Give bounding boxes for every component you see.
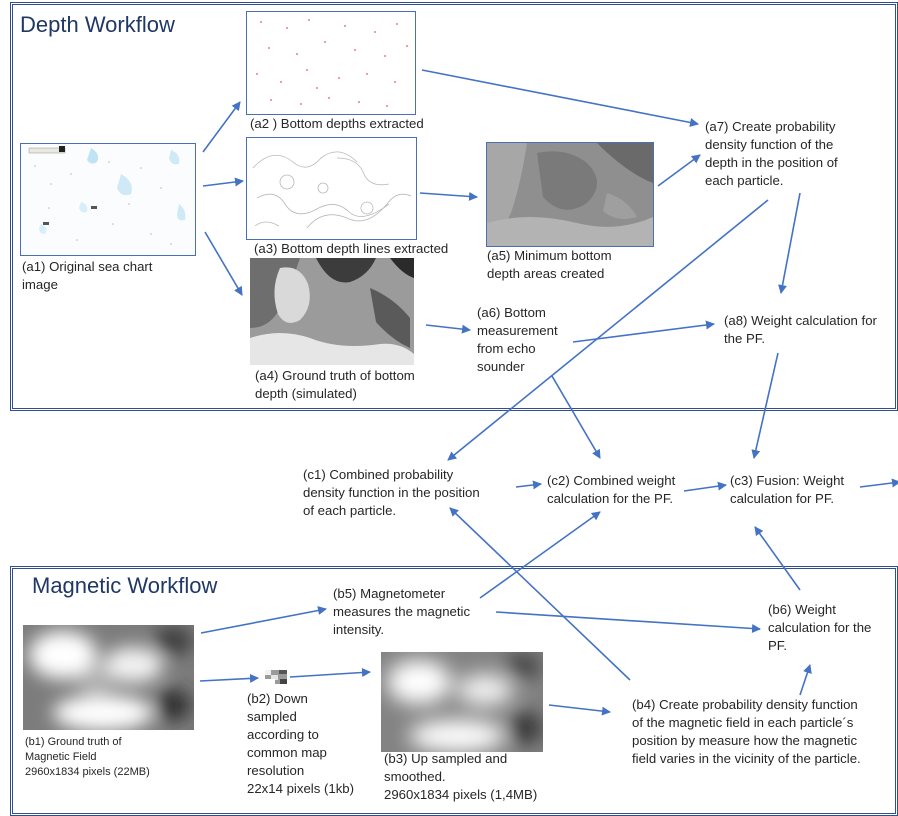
label-a5: (a5) Minimum bottom depth areas created [487, 248, 612, 281]
label-b3-text: (b3) Up sampled and smoothed. [384, 751, 508, 784]
arrow-b6-c3 [754, 526, 801, 591]
label-a1: (a1) Original sea chart image [22, 259, 153, 292]
label-b1-line1: (b1) Ground truth of [25, 736, 122, 748]
arrow-b4-c1 [449, 507, 631, 681]
sea-chart-image [20, 143, 196, 256]
label-c3: (c3) Fusion: Weight calculation for PF. [730, 473, 845, 506]
downsampled-image [265, 670, 287, 684]
label-b5: (b5) Magnetometer measures the magnetic … [333, 586, 471, 637]
arrow-a8-c3 [751, 352, 779, 459]
arrow-b1-b5 [200, 606, 327, 634]
ground-truth-depth-image [250, 258, 414, 365]
label-a3: (a3) Bottom depth lines extracted [254, 241, 449, 256]
label-b1-line2: Magnetic Field [25, 751, 97, 763]
arrow-a5-a7 [657, 154, 701, 187]
label-b4: (b4) Create probability density function… [632, 697, 861, 766]
arrow-a1-a2 [202, 101, 241, 153]
label-a2: (a2 ) Bottom depths extracted [250, 116, 424, 131]
arrow-b2-b3 [289, 668, 371, 678]
label-b3: (b3) Up sampled and smoothed. 2960x1834 … [384, 750, 584, 804]
arrow-b3-b4 [548, 704, 611, 716]
arrow-c2-c3 [683, 481, 727, 492]
label-b2-text: (b2) Down sampled according to common ma… [247, 691, 327, 778]
label-b1-line3: 2960x1834 pixels (22MB) [25, 766, 150, 778]
arrow-a6-c2 [551, 375, 601, 459]
magnetic-ground-truth-image [23, 625, 194, 730]
depth-workflow-title: Depth Workflow [20, 12, 175, 37]
depth-lines-image [246, 137, 417, 240]
arrow-b1-b2 [199, 673, 259, 683]
arrow-b5-b6 [495, 611, 761, 633]
arrow-a6-a8 [572, 320, 715, 343]
arrow-a1-a3 [202, 177, 244, 187]
label-c2: (c2) Combined weight calculation for the… [547, 473, 676, 506]
label-b2-size: 22x14 pixels (1kb) [247, 781, 355, 796]
arrow-a4-a6 [425, 324, 471, 334]
label-b2: (b2) Down sampled according to common ma… [247, 690, 367, 798]
depth-workflow-frame [10, 2, 898, 411]
minimum-depth-areas-image [486, 142, 654, 247]
arrow-c1-c2 [515, 480, 542, 490]
arrow-b5-c2 [479, 511, 601, 599]
arrow-a7-c1 [447, 199, 769, 461]
label-b6: (b6) Weight calculation for the PF. [768, 602, 872, 653]
upsampled-image [381, 652, 543, 752]
arrow-a2-a7 [421, 69, 699, 127]
label-a8: (a8) Weight calculation for the PF. [724, 313, 877, 346]
magnetic-workflow-title: Magnetic Workflow [32, 573, 218, 598]
label-c1: (c1) Combined probability density functi… [303, 467, 480, 518]
label-a4: (a4) Ground truth of bottom depth (simul… [255, 368, 415, 401]
arrow-a3-a5 [419, 191, 478, 201]
label-b1: (b1) Ground truth of Magnetic Field 2960… [25, 735, 200, 780]
label-a7: (a7) Create probability density function… [705, 119, 838, 188]
arrow-b4-b6 [799, 664, 812, 696]
arrow-c3-out [859, 478, 898, 488]
bottom-depths-image [246, 11, 416, 115]
arrow-a7-a8 [778, 192, 801, 294]
label-a6: (a6) Bottom measurement from echo sounde… [477, 305, 558, 374]
label-b3-size: 2960x1834 pixels (1,4MB) [384, 787, 538, 802]
arrow-a1-a4 [204, 231, 243, 296]
